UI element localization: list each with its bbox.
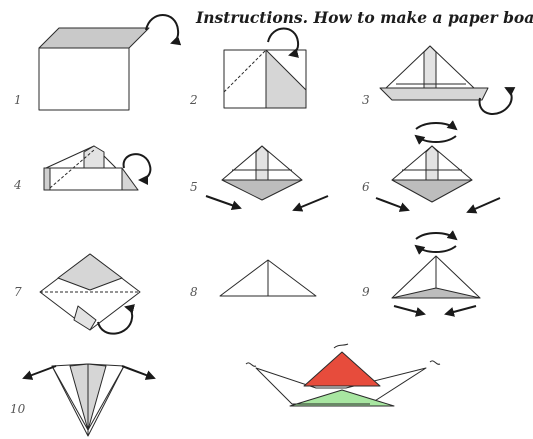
step-2-figure	[223, 49, 307, 109]
step-number-3: 3	[362, 93, 370, 107]
step-number-6: 6	[362, 180, 370, 194]
step-number-10: 10	[10, 402, 26, 416]
pull-arrow-icon	[22, 365, 57, 380]
pull-arrow-icon	[393, 305, 426, 317]
pull-arrow-icon	[375, 197, 410, 212]
step-6-figure	[391, 145, 473, 203]
step-9-figure	[391, 255, 481, 299]
finished-boat-figure	[245, 343, 441, 407]
step-5-figure	[221, 145, 303, 201]
pull-arrow-icon	[292, 195, 329, 212]
rotate-arrow-icon	[478, 87, 516, 115]
pull-arrow-icon	[121, 365, 156, 380]
flip-arrows-icon	[414, 120, 458, 145]
step-7-figure	[39, 253, 141, 331]
instructions-title: Instructions. How to make a paper boat	[196, 8, 533, 27]
step-number-9: 9	[362, 285, 370, 299]
step-number-1: 1	[14, 93, 22, 107]
pull-arrow-icon	[466, 197, 501, 214]
boat-red-sail	[303, 351, 381, 387]
flip-arrows-icon	[414, 230, 458, 255]
boat-green-hull	[289, 389, 395, 407]
step-3-figure	[379, 45, 489, 101]
step-number-7: 7	[14, 285, 22, 299]
step-8-figure	[219, 259, 317, 297]
step-number-8: 8	[190, 285, 198, 299]
step-number-2: 2	[190, 93, 198, 107]
rotate-arrow-icon	[145, 14, 182, 46]
pull-arrow-icon	[444, 305, 477, 317]
step-1-figure	[38, 27, 150, 111]
rotate-arrow-icon	[97, 304, 135, 335]
rotate-arrow-icon	[122, 153, 152, 185]
step-number-5: 5	[190, 180, 198, 194]
rotate-arrow-icon	[267, 27, 300, 58]
step-4-figure	[43, 145, 139, 191]
pull-arrow-icon	[205, 195, 242, 211]
step-number-4: 4	[14, 178, 22, 192]
step-10-figure	[51, 363, 125, 437]
